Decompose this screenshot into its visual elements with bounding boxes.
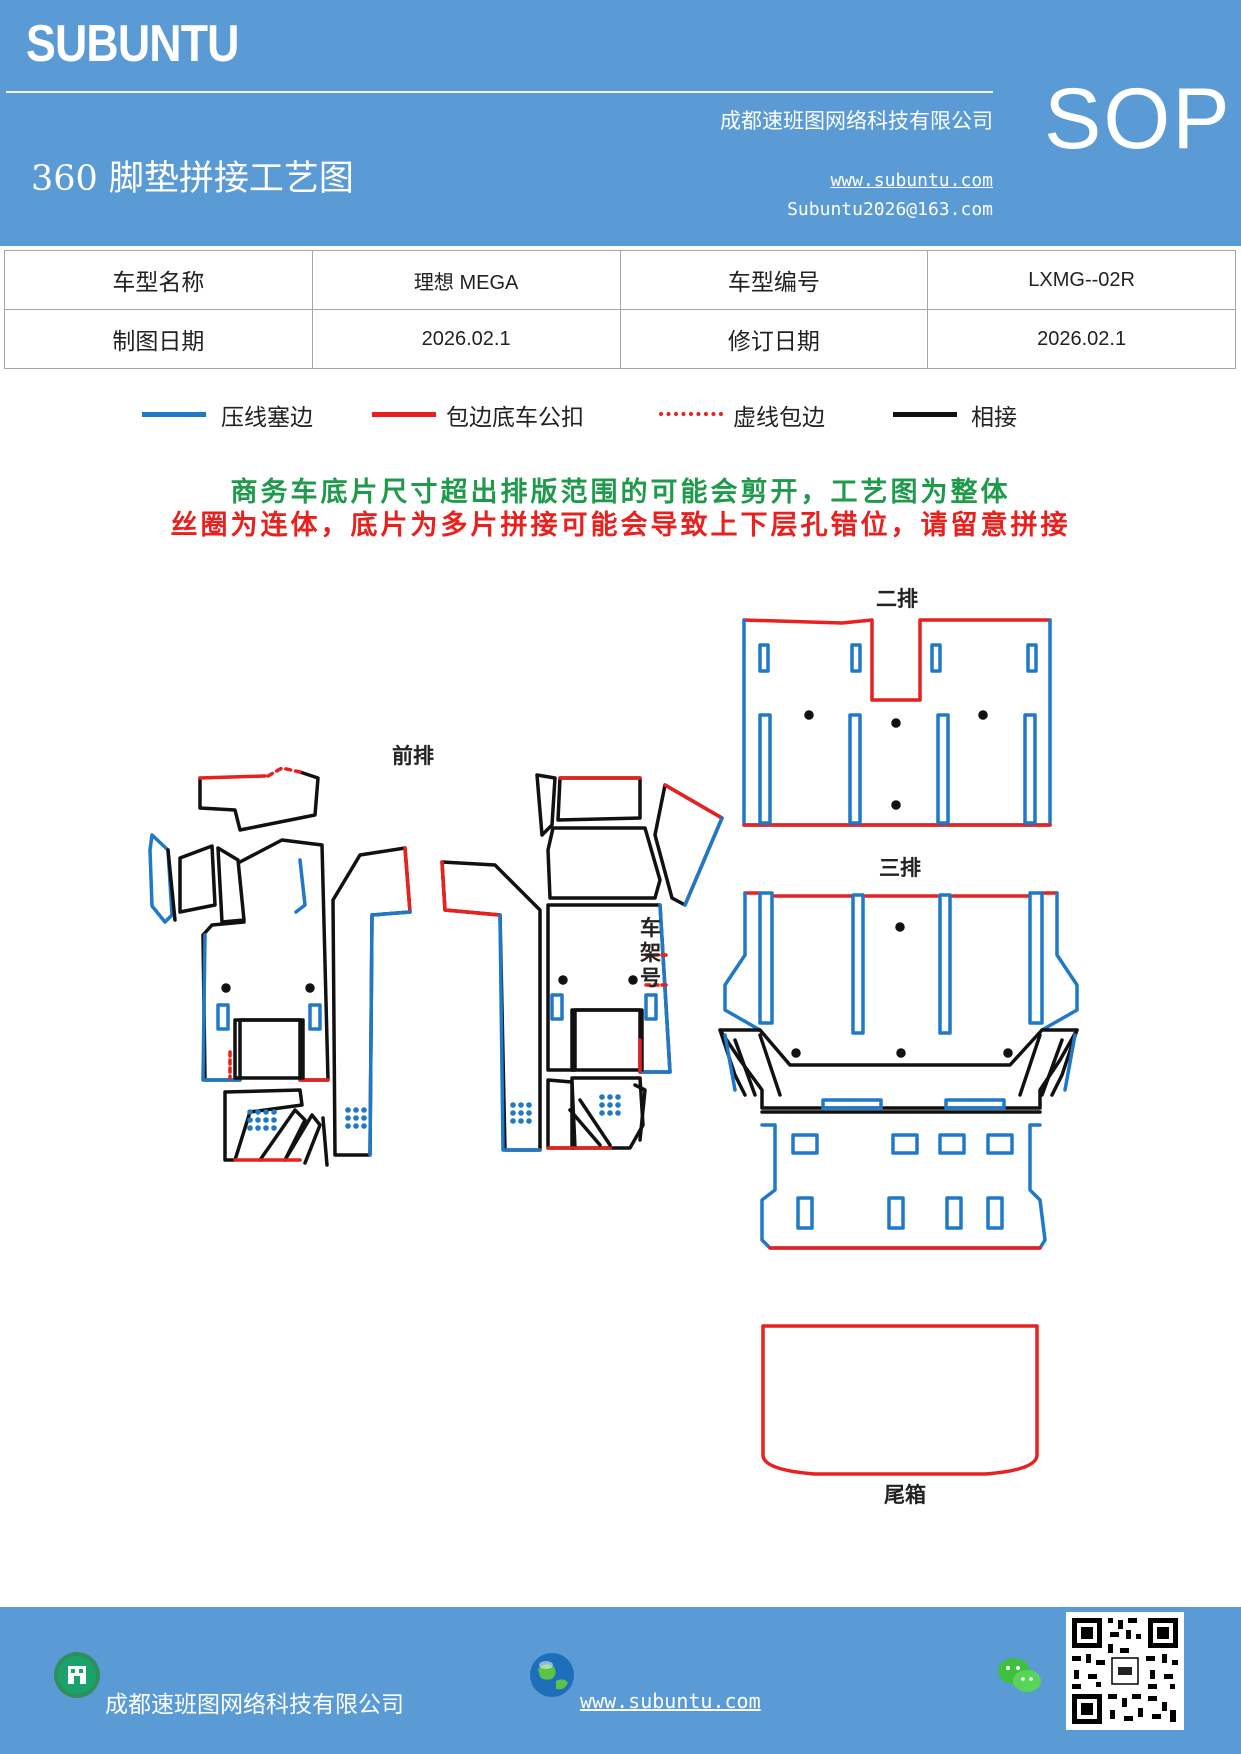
note-line-1: 商务车底片尺寸超出排版范围的可能会剪开，工艺图为整体 xyxy=(230,477,1011,508)
legend-label: 虚线包边 xyxy=(733,405,825,431)
second-row-mat xyxy=(742,618,1052,827)
draw-date-label: 制图日期 xyxy=(4,309,313,369)
legend-swatch-red-dotted xyxy=(659,412,723,416)
qr-code[interactable] xyxy=(1066,1612,1184,1730)
legend-label: 压线塞边 xyxy=(221,405,313,431)
label-second-row: 二排 xyxy=(876,587,918,611)
legend-swatch-blue xyxy=(142,412,206,417)
header-website-link[interactable]: www.subuntu.com xyxy=(830,170,993,191)
model-name-value: 理想 MEGA xyxy=(311,250,621,310)
draw-date-value: 2026.02.1 xyxy=(311,309,621,369)
legend: 压线塞边 包边底车公扣 虚线包边 相接 xyxy=(0,398,1241,438)
header-email[interactable]: Subuntu2026@163.com xyxy=(787,199,993,220)
label-trunk: 尾箱 xyxy=(884,1483,926,1507)
wechat-icon xyxy=(998,1658,1041,1692)
label-third-row: 三排 xyxy=(879,856,921,880)
legend-swatch-red xyxy=(372,412,436,417)
label-vin-1: 车 xyxy=(640,916,661,940)
vehicle-info-table: 车型名称 理想 MEGA 车型编号 LXMG--02R 制图日期 2026.02… xyxy=(4,250,1236,369)
brand-logo: SUBUNTU xyxy=(26,15,239,73)
header-company: 成都速班图网络科技有限公司 xyxy=(720,109,993,133)
floor-mat-diagram: 前排 二排 三排 尾箱 车 架 号 xyxy=(148,587,1079,1507)
revise-date-value: 2026.02.1 xyxy=(927,309,1236,369)
globe-icon xyxy=(530,1653,574,1697)
legend-label: 相接 xyxy=(971,405,1017,431)
model-code-value: LXMG--02R xyxy=(927,250,1236,310)
header-divider xyxy=(6,91,993,93)
legend-swatch-black xyxy=(893,412,957,417)
label-vin-2: 架 xyxy=(640,941,661,965)
model-code-label: 车型编号 xyxy=(619,250,929,310)
anti-slip-dots xyxy=(247,1109,277,1131)
document-title: 360 脚垫拼接工艺图 xyxy=(31,159,354,199)
model-name-label: 车型名称 xyxy=(4,250,313,310)
third-row-mat xyxy=(718,891,1079,1250)
revise-date-label: 修订日期 xyxy=(619,309,929,369)
table-row: 车型名称 理想 MEGA 车型编号 LXMG--02R xyxy=(4,250,1236,310)
front-right-mat xyxy=(440,773,724,1152)
label-front-row: 前排 xyxy=(392,744,434,768)
front-left-mat xyxy=(148,766,412,1167)
note-line-2: 丝圈为连体，底片为多片拼接可能会导致上下层孔错位，请留意拼接 xyxy=(170,510,1071,541)
footer: 成都速班图网络科技有限公司 www.subuntu.com xyxy=(0,1607,1241,1754)
label-vin-3: 号 xyxy=(640,966,661,990)
footer-company: 成都速班图网络科技有限公司 xyxy=(105,1692,404,1718)
building-icon xyxy=(54,1652,100,1698)
header: SUBUNTU 成都速班图网络科技有限公司 360 脚垫拼接工艺图 www.su… xyxy=(0,0,1241,246)
trunk-mat xyxy=(761,1324,1039,1476)
table-row: 制图日期 2026.02.1 修订日期 2026.02.1 xyxy=(4,309,1236,369)
sop-badge: SOP xyxy=(1044,71,1232,167)
footer-website-link[interactable]: www.subuntu.com xyxy=(580,1689,761,1713)
legend-label: 包边底车公扣 xyxy=(446,405,584,431)
